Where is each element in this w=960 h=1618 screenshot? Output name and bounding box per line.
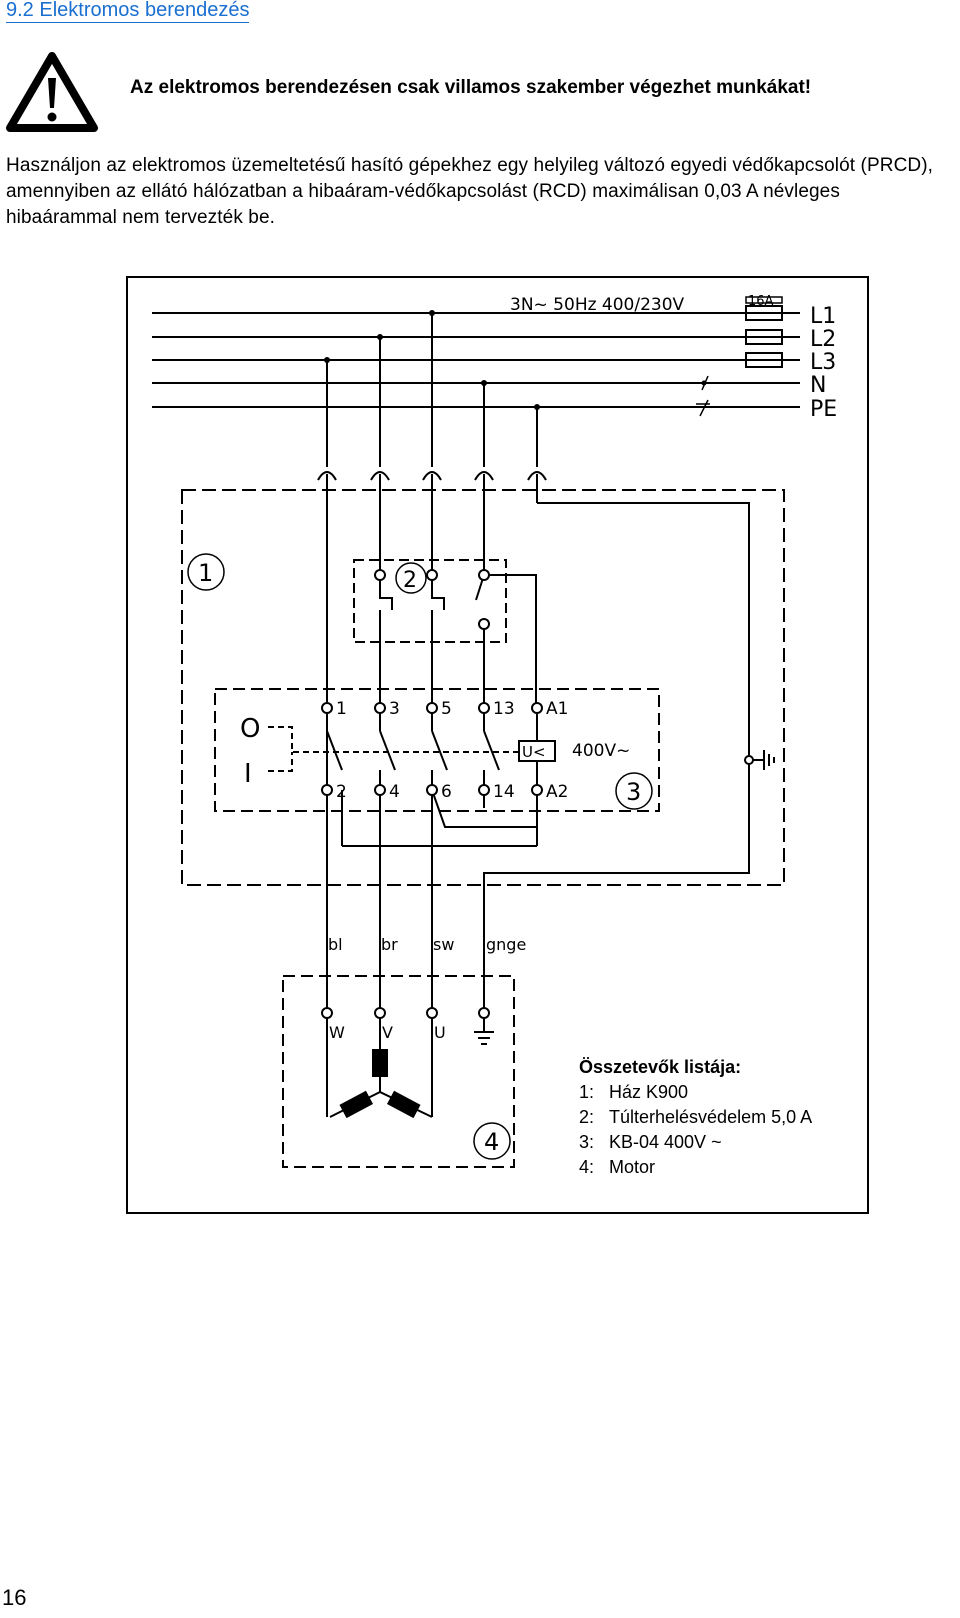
component-legend: Összetevők listája: 1:Ház K900 2:Túlterh… [579,1055,812,1180]
motor-terminal-w: W [329,1023,345,1042]
warning-text: Az elektromos berendezésen csak villamos… [130,77,812,98]
wire-color-sw: sw [433,935,454,954]
legend-item: 4:Motor [579,1157,656,1177]
section-heading: 9.2 Elektromos berendezés [6,0,250,23]
wire-color-br: br [381,935,398,954]
coil-label: U< [522,743,546,761]
component-number-3: 3 [626,778,641,806]
line-label-n: N [810,373,826,398]
line-label-l2: L2 [810,327,836,352]
contact-a1: A1 [546,699,568,719]
wire-color-bl: bl [328,935,343,954]
warning-icon [6,52,98,132]
line-label-pe: PE [810,397,837,422]
line-label-l1: L1 [810,304,836,329]
switch-label-on: I [244,759,252,789]
contact-3: 3 [389,699,400,719]
component-number-2: 2 [403,568,417,593]
intro-paragraph: Használjon az elektromos üzemeltetésű ha… [6,155,934,228]
motor-terminal-u: U [434,1023,446,1042]
contact-6: 6 [441,782,452,802]
wire-color-gnge: gnge [486,935,526,954]
contact-2: 2 [336,782,347,802]
supply-label: 3N~ 50Hz 400/230V [510,295,685,315]
legend-title: Összetevők listája: [579,1057,742,1077]
fuse-label: 16A [748,294,774,309]
contact-14: 14 [493,782,515,802]
component-number-4: 4 [484,1128,499,1156]
legend-item: 1:Ház K900 [579,1082,689,1102]
component-number-1: 1 [198,559,213,587]
contact-13: 13 [493,699,515,719]
contact-a2: A2 [546,782,568,802]
page-number: 16 [2,1585,27,1610]
diagram-frame [126,276,869,1214]
switch-label-off: O [240,714,260,744]
line-label-l3: L3 [810,350,836,375]
legend-item: 2:Túlterhelésvédelem 5,0 A [579,1107,813,1127]
legend-item: 3:KB-04 400V ~ [579,1132,722,1152]
coil-voltage: 400V~ [572,741,630,761]
contact-1: 1 [336,699,347,719]
motor-terminal-v: V [382,1023,393,1042]
contact-4: 4 [389,782,400,802]
contact-5: 5 [441,699,452,719]
